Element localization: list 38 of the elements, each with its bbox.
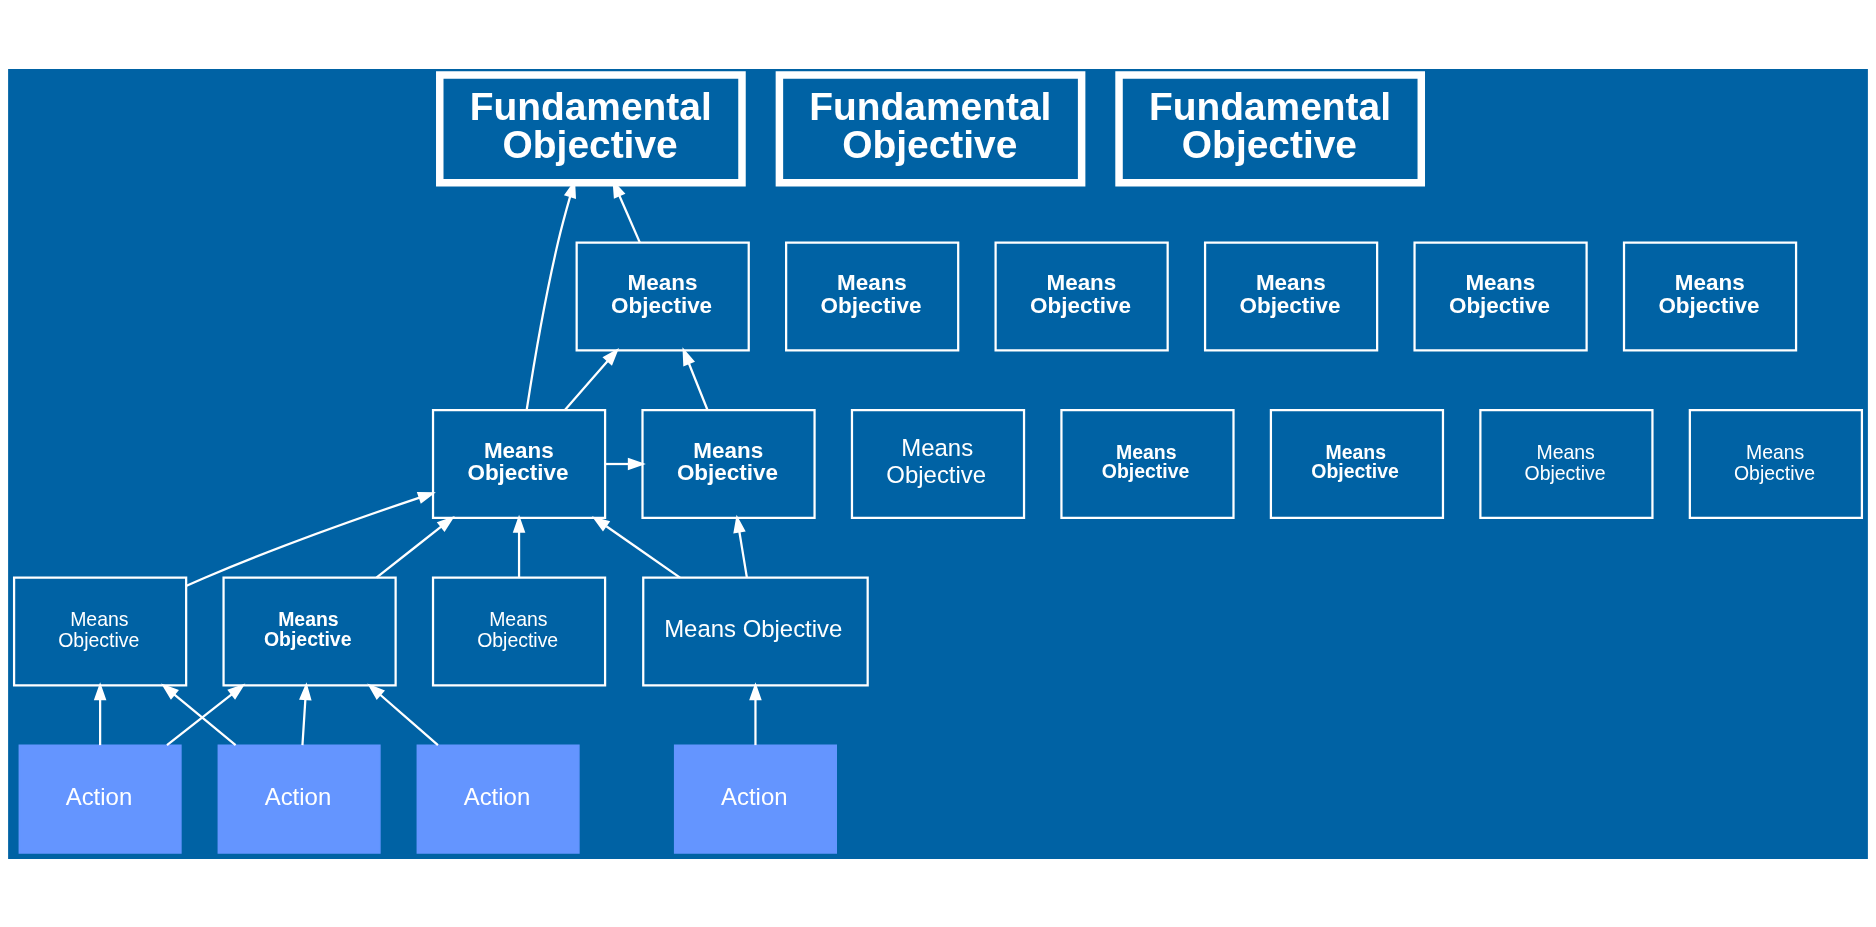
node-box: Means Objective (1203, 240, 1379, 351)
arrow (512, 514, 526, 578)
node-box: Action (18, 744, 182, 854)
node-box: Means Objective (641, 408, 816, 519)
node-box: Means Objective (1479, 408, 1654, 519)
node-box: Means Objective (431, 576, 607, 687)
arrow (749, 681, 762, 745)
arrow (682, 346, 709, 410)
node-box: Means Objective (431, 408, 607, 519)
node-box: Action (217, 744, 381, 854)
node-box: Means Objective (1622, 240, 1798, 351)
node-box: Means Objective (12, 576, 188, 687)
arrow (564, 347, 619, 411)
node-box: Means Objective (642, 576, 869, 687)
arrow (93, 681, 107, 745)
node-box: Fundamental Objective (1115, 70, 1425, 186)
arrow (367, 682, 439, 746)
arrow (161, 683, 237, 746)
arrow (605, 457, 646, 470)
node-box: Means Objective (1269, 408, 1445, 519)
node-box: Means Objective (850, 408, 1026, 519)
node-box: Means Objective (222, 576, 397, 687)
node-box: Means Objective (994, 240, 1169, 351)
arrow (166, 683, 246, 746)
node-box: Means Objective (575, 240, 750, 351)
node-box: Fundamental Objective (436, 70, 746, 186)
node-box: Action (673, 744, 837, 854)
node-box: Means Objective (1060, 408, 1235, 519)
arrow (299, 681, 312, 745)
arrow (733, 514, 748, 578)
node-box: Means Objective (1413, 240, 1588, 351)
node-box: Means Objective (785, 240, 960, 351)
node-box: Fundamental Objective (775, 70, 1086, 186)
arrow (591, 515, 681, 578)
arrow (186, 491, 436, 587)
arrow (375, 515, 455, 578)
node-box: Action (416, 744, 580, 854)
node-box: Means Objective (1688, 408, 1864, 519)
